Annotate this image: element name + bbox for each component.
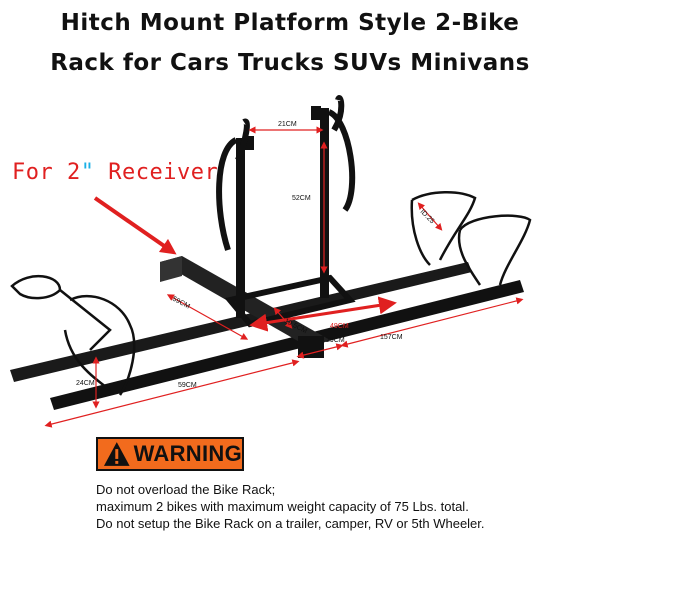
dim-mast-height: 52CM: [292, 195, 311, 202]
warning-line: Do not setup the Bike Rack on a trailer,…: [96, 516, 485, 531]
warning-triangle-icon: [103, 442, 130, 466]
dim-total-length: 157CM: [380, 334, 403, 341]
warning-notes: Do not overload the Bike Rack; maximum 2…: [96, 481, 485, 532]
dim-tray-diameter: ID:25: [419, 208, 436, 225]
product-title-line-2: Rack for Cars Trucks SUVs Minivans: [50, 50, 530, 76]
dim-rail-offset: 29CM: [326, 337, 345, 344]
right-wheel-tray-front: [457, 214, 532, 286]
receiver-callout: For 2" Receiver: [12, 160, 218, 185]
left-strap: [216, 118, 250, 251]
receiver-callout-arrow: [93, 196, 177, 255]
warning-line: maximum 2 bikes with maximum weight capa…: [96, 499, 469, 514]
dim-tray-length: 59CM: [178, 382, 197, 389]
warning-line: Do not overload the Bike Rack;: [96, 482, 276, 497]
left-wheel-tray-back: [10, 274, 112, 351]
right-strap: [327, 95, 356, 212]
warning-label: WARNING: [133, 441, 242, 466]
left-mast: [236, 138, 245, 318]
receiver-callout-prefix: For 2: [12, 160, 81, 185]
warning-badge: WARNING: [96, 437, 244, 471]
receiver-callout-inch: ": [80, 160, 95, 185]
bike-rack-diagram: 21CM 52CM ID:25 59CM 19.5CM 49CM 29CM 15…: [10, 95, 532, 428]
product-title-line-1: Hitch Mount Platform Style 2-Bike: [60, 10, 520, 36]
dim-top-width: 21CM: [278, 121, 297, 128]
dim-arm-length: 59CM: [171, 296, 191, 311]
right-wheel-tray-back: [410, 190, 477, 266]
receiver-callout-suffix: Receiver: [94, 160, 219, 185]
dim-wheel-height: 24CM: [76, 380, 95, 387]
dim-tray-center: 49CM: [330, 323, 349, 330]
